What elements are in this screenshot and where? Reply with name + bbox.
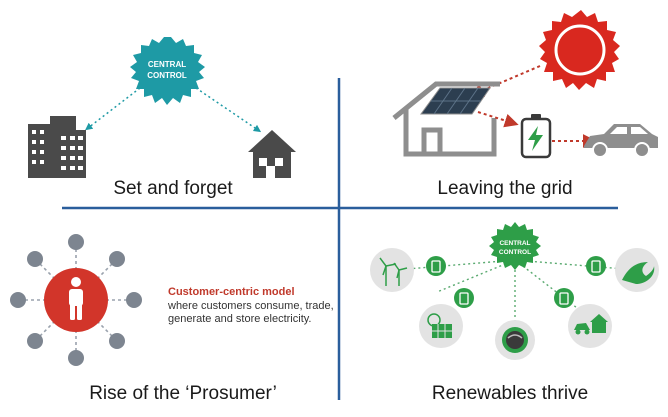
badge-text-line2: CONTROL: [499, 249, 531, 256]
badge-text-line1: CENTRAL: [148, 60, 186, 69]
control-link-left: [85, 87, 141, 131]
car-icon: [584, 124, 658, 158]
network-node-n: [68, 234, 84, 250]
network-node-se: [109, 333, 125, 349]
sun-icon: [539, 10, 620, 90]
network-node-sw: [27, 333, 43, 349]
panel-to-battery-arrow: [477, 111, 519, 128]
battery-badge-1: [426, 256, 446, 276]
caption-prosumer: Rise of the ‘Prosumer’: [89, 383, 277, 404]
caption-set-and-forget: Set and forget: [113, 178, 233, 199]
network-node-nw: [27, 251, 43, 267]
renewables-network: CENTRAL CONTROL: [370, 222, 659, 360]
starburst-icon: [130, 37, 205, 105]
solar-house-icon: [392, 81, 500, 157]
hydro-wave-bubble: [615, 248, 659, 292]
battery-badge-3: [586, 256, 606, 276]
prosumer-network: [10, 234, 142, 366]
badge-text-line1: CENTRAL: [499, 240, 530, 247]
badge-text-line2: CONTROL: [147, 71, 187, 80]
network-node-s: [68, 350, 84, 366]
caption-renewables: Renewables thrive: [431, 383, 589, 404]
network-node-e: [126, 292, 142, 308]
solar-panel-icon: [420, 87, 491, 115]
person-icon: [69, 277, 83, 320]
battery-icon: [520, 114, 552, 159]
customer-centric-description: Customer-centric model where customers c…: [168, 286, 334, 327]
model-line-1: where customers consume, trade,: [168, 299, 334, 312]
central-control-badge-top: CENTRAL CONTROL: [130, 37, 205, 105]
control-link-right: [195, 87, 262, 133]
geothermal-bubble: [495, 320, 535, 360]
wind-turbine-bubble: [370, 248, 414, 292]
solar-panel-bubble: [419, 304, 463, 348]
network-node-w: [10, 292, 26, 308]
model-title: Customer-centric model: [168, 286, 295, 298]
house-icon: [248, 130, 296, 178]
network-node-ne: [109, 251, 125, 267]
office-building-icon: [28, 116, 86, 178]
starburst-icon: [489, 222, 541, 270]
model-line-2: generate and store electricity.: [168, 313, 312, 325]
caption-leaving-the-grid: Leaving the grid: [437, 178, 573, 199]
battery-badge-4: [554, 288, 574, 308]
ev-house-bubble: [568, 304, 612, 348]
battery-badge-2: [454, 288, 474, 308]
